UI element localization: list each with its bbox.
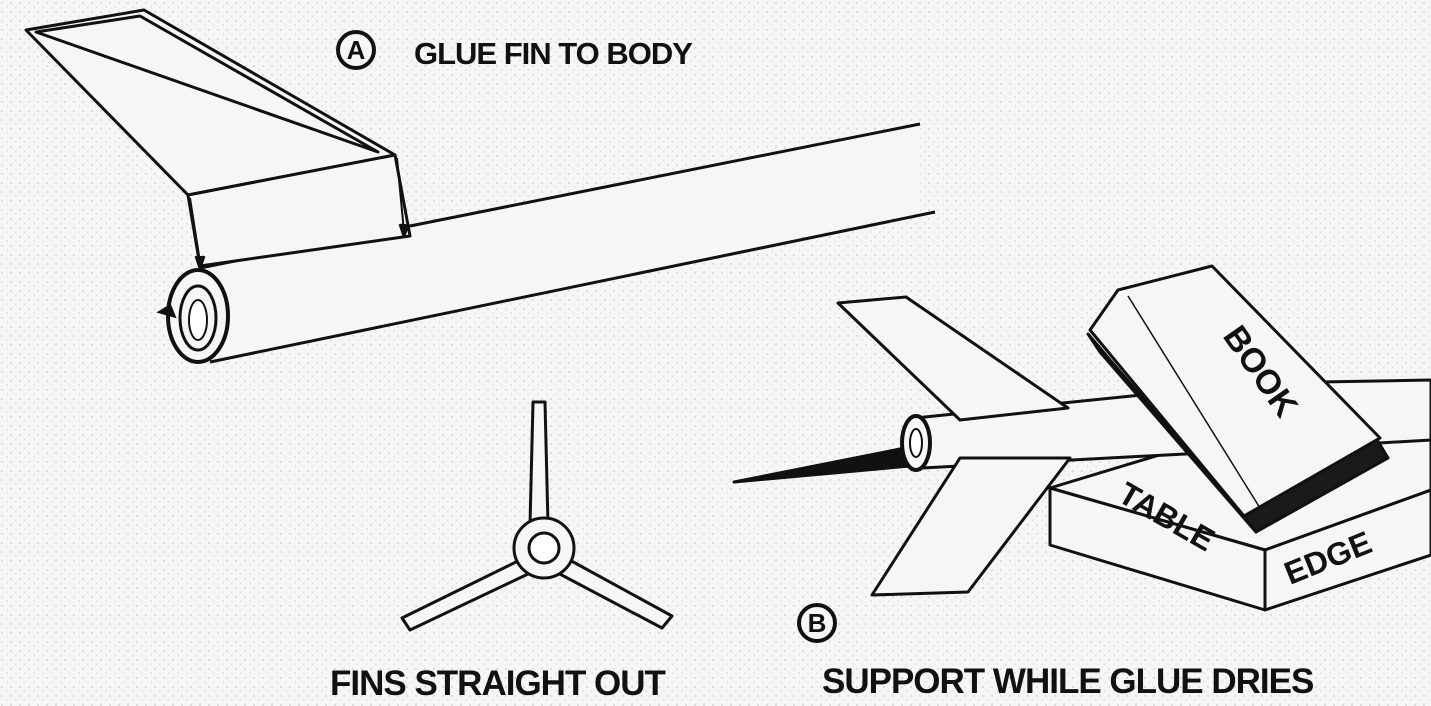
step-a-letter: A	[346, 34, 366, 65]
step-b-badge: B	[797, 603, 837, 643]
fin-a	[24, 8, 412, 270]
book-illustration	[1086, 264, 1390, 534]
fins-caption: FINS STRAIGHT OUT	[330, 664, 666, 703]
step-a-badge: A	[336, 30, 376, 70]
step-a-caption: GLUE FIN TO BODY	[414, 36, 693, 71]
step-b-caption: SUPPORT WHILE GLUE DRIES	[822, 662, 1314, 701]
fins-end-view	[400, 400, 674, 632]
step-b-letter: B	[807, 607, 827, 638]
body-tube	[156, 122, 936, 364]
